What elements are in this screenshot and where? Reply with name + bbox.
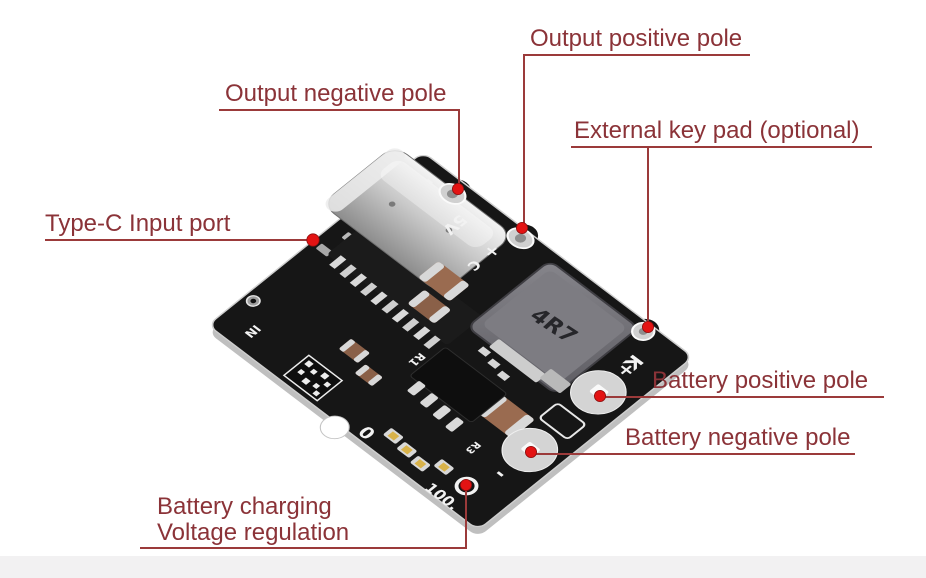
label-typec-input: Type-C Input port <box>45 210 231 237</box>
bottom-strip <box>0 556 926 578</box>
solder-pad <box>496 370 511 381</box>
passive-component <box>316 243 333 257</box>
typec-pin-comb <box>329 255 441 350</box>
typec-shell-highlight <box>380 160 494 248</box>
battery-silkscreen-box <box>539 403 586 439</box>
dot-output-positive <box>516 221 529 234</box>
callout-lines <box>45 54 884 549</box>
dot-output-negative <box>451 182 464 195</box>
capacitor <box>339 339 370 363</box>
callout-line-charging <box>140 486 467 549</box>
label-output-negative: Output negative pole <box>225 80 447 107</box>
callout-line-external-key <box>571 146 872 326</box>
label-output-positive: Output positive pole <box>530 25 743 52</box>
ic-pin <box>407 381 426 396</box>
typec-shell-dimple <box>388 201 396 207</box>
label-external-key-pad: External key pad (optional) <box>574 117 860 144</box>
ic-pin <box>445 417 464 432</box>
callout-dots <box>306 182 655 491</box>
charge-level-leds <box>383 428 454 475</box>
dot-typec-port <box>306 233 320 247</box>
mounting-hole <box>245 295 261 307</box>
edge-notch <box>319 415 350 440</box>
dot-battery-positive <box>594 389 607 402</box>
solder-pad <box>487 358 501 369</box>
inductor: 4R7 <box>470 262 636 393</box>
capacitor <box>355 364 383 386</box>
inductor-solder-tab <box>540 369 571 393</box>
capacitor <box>419 262 469 301</box>
callout-line-output-negative <box>219 109 460 188</box>
charge-led-ring <box>454 476 479 496</box>
label-battery-charging-line2: Voltage regulation <box>157 519 350 546</box>
ic-pin <box>432 405 451 420</box>
qr-code-silkscreen <box>282 354 344 402</box>
label-battery-positive: Battery positive pole <box>652 367 869 394</box>
solder-pad <box>477 346 492 357</box>
label-battery-charging-line1: Battery charging <box>157 493 332 520</box>
label-battery-negative: Battery negative pole <box>625 424 851 451</box>
inductor-solder-clip <box>489 339 546 383</box>
ic-pin <box>420 393 438 408</box>
capacitor <box>408 290 450 323</box>
label-battery-charging: Battery charging Voltage regulation <box>157 494 349 546</box>
dot-battery-negative <box>525 445 538 458</box>
dot-charging-led <box>459 478 472 491</box>
charging-ic <box>407 347 507 432</box>
output-positive-pad <box>506 227 535 250</box>
typec-shell-dimple <box>445 227 453 233</box>
dot-key-pad <box>642 320 655 333</box>
callout-line-output-positive <box>523 54 750 228</box>
pcb-board-group: 4R7 <box>211 148 690 534</box>
typec-shell-lip <box>325 148 405 212</box>
